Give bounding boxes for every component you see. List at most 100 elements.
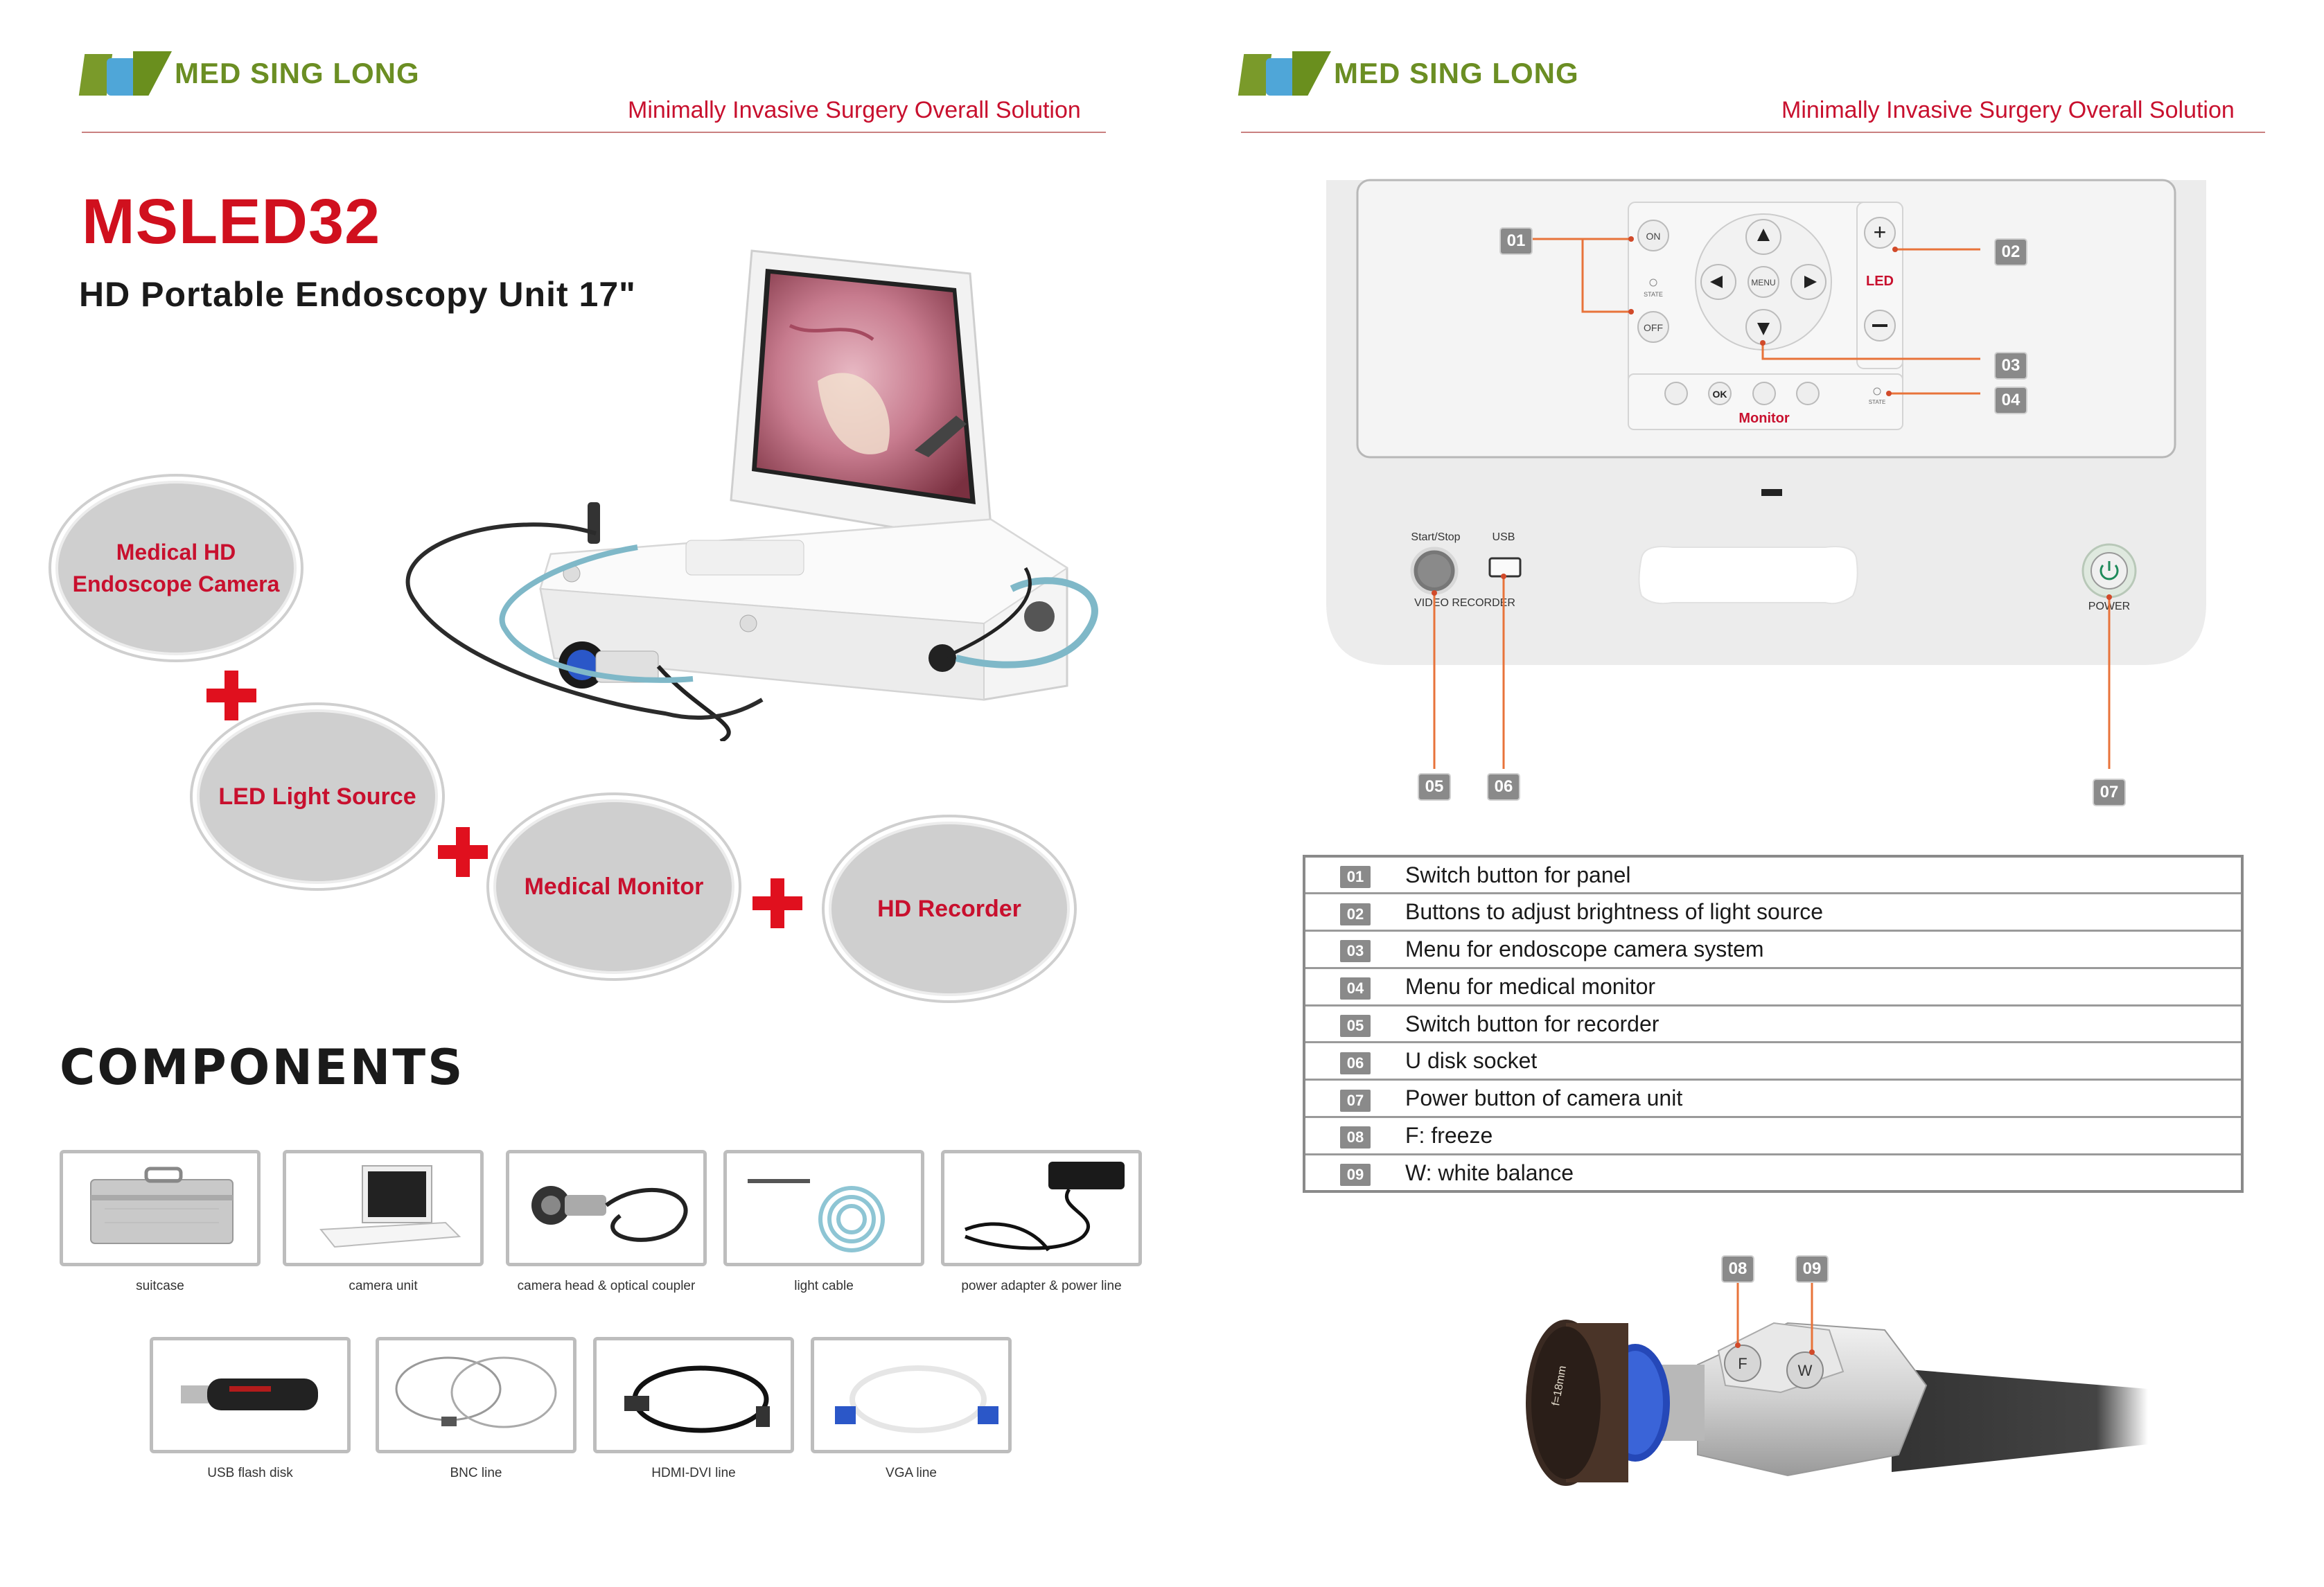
callout-03: 03 <box>1996 353 2026 378</box>
component-power-adapter: power adapter & power line <box>941 1150 1142 1294</box>
monitor-label: Monitor <box>1738 411 1790 426</box>
led-label: LED <box>1866 274 1894 289</box>
component-caption: VGA line <box>886 1466 937 1480</box>
callout-01: 01 <box>1501 229 1531 254</box>
usb-label: USB <box>1493 531 1515 543</box>
row-number: 04 <box>1340 977 1371 1000</box>
components-title: COMPONENTS <box>60 1039 465 1096</box>
row-number: 09 <box>1340 1164 1371 1187</box>
callout-07: 07 <box>2094 780 2124 805</box>
off-label: OFF <box>1644 322 1663 333</box>
row-number: 03 <box>1340 940 1371 963</box>
row-number: 02 <box>1340 903 1371 925</box>
left-page: MED SING LONG Minimally Invasive Surgery… <box>55 48 1142 1481</box>
logo-mark-icon <box>78 48 172 98</box>
feature-recorder-label: HD Recorder <box>877 895 1021 922</box>
feature-oval-led: LED Light Source <box>197 709 438 884</box>
control-panel-diagram: ON STATE OFF MENU + LED OK STATE Monitor… <box>1326 179 2206 769</box>
component-hdmi-dvi-line: HDMI-DVI line <box>593 1337 794 1481</box>
brand-logo: MED SING LONG <box>1238 48 1579 98</box>
usb-flash-disk-image <box>181 1378 318 1410</box>
hdmi-dvi-line-image <box>624 1365 770 1433</box>
camera-unit-image <box>319 1165 461 1248</box>
white-balance-button-label: W <box>1798 1362 1813 1379</box>
feature-led-label: LED Light Source <box>218 783 416 810</box>
component-caption: light cable <box>794 1279 854 1293</box>
feature-monitor-label: Medical Monitor <box>524 873 704 900</box>
brand-tagline: Minimally Invasive Surgery Overall Solut… <box>1781 97 2235 123</box>
suitcase-image <box>90 1167 234 1244</box>
camera-head-image <box>531 1186 688 1242</box>
model-number: MSLED32 <box>82 186 381 257</box>
callout-09: 09 <box>1797 1257 1827 1282</box>
row-number: 07 <box>1340 1089 1371 1112</box>
row-description: Menu for endoscope camera system <box>1371 930 2242 969</box>
state-label: STATE <box>1644 291 1663 298</box>
freeze-button-label: F <box>1738 1355 1747 1372</box>
plus-icon <box>438 827 488 877</box>
component-bnc-line: BNC line <box>376 1337 576 1481</box>
component-caption: BNC line <box>450 1466 502 1480</box>
header-divider <box>82 132 1106 133</box>
plus-icon <box>752 878 802 928</box>
component-camera-unit: camera unit <box>283 1150 484 1294</box>
vga-line-image <box>835 1365 998 1433</box>
state-label: STATE <box>1869 399 1886 405</box>
component-camera-head: camera head & optical coupler <box>506 1150 707 1294</box>
endoscopy-unit-image <box>405 249 1098 741</box>
feature-camera-line1: Medical HD <box>116 540 236 565</box>
menu-label: MENU <box>1751 278 1775 287</box>
component-light-cable: light cable <box>723 1150 924 1294</box>
callout-04: 04 <box>1996 388 2026 413</box>
light-cable-image <box>748 1179 885 1252</box>
row-description: F: freeze <box>1371 1117 2242 1155</box>
row-description: Buttons to adjust brightness of light so… <box>1371 893 2242 932</box>
row-number: 05 <box>1340 1015 1371 1038</box>
row-number: 01 <box>1340 866 1371 889</box>
callout-06: 06 <box>1488 774 1519 799</box>
callout-08: 08 <box>1723 1257 1753 1282</box>
component-caption: camera unit <box>349 1279 418 1293</box>
logo-mark-icon <box>1238 48 1331 98</box>
component-usb-disk: USB flash disk <box>150 1337 351 1481</box>
callout-02: 02 <box>1996 240 2026 265</box>
feature-oval-monitor: Medical Monitor <box>493 799 734 974</box>
callout-05: 05 <box>1419 774 1450 799</box>
bnc-line-image <box>395 1356 557 1428</box>
component-caption: power adapter & power line <box>961 1279 1122 1293</box>
feature-oval-recorder: HD Recorder <box>829 822 1070 996</box>
table-row: 09 W: white balance <box>1304 1154 2242 1191</box>
feature-oval-camera: Medical HD Endoscope Camera <box>55 481 297 655</box>
svg-text:+: + <box>1874 220 1887 245</box>
header-divider <box>1241 132 2265 133</box>
camera-head-diagram: F W f=18mm <box>1526 1280 2148 1486</box>
component-caption: USB flash disk <box>207 1466 293 1480</box>
row-description: U disk socket <box>1371 1042 2242 1081</box>
row-description: Menu for medical monitor <box>1371 968 2242 1007</box>
on-label: ON <box>1646 231 1661 242</box>
row-description: Switch button for recorder <box>1371 1005 2242 1044</box>
start-stop-label: Start/Stop <box>1411 531 1460 543</box>
product-subtitle: HD Portable Endoscopy Unit 17" <box>79 275 636 314</box>
row-description: Switch button for panel <box>1371 856 2242 895</box>
video-recorder-label: VIDEO RECORDER <box>1414 597 1515 609</box>
row-description: W: white balance <box>1405 1160 1574 1185</box>
brand-tagline: Minimally Invasive Surgery Overall Solut… <box>628 97 1081 123</box>
plus-icon <box>206 671 256 720</box>
component-caption: HDMI-DVI line <box>651 1466 736 1480</box>
component-caption: suitcase <box>136 1279 184 1293</box>
brand-logo: MED SING LONG <box>78 48 420 98</box>
power-adapter-image <box>965 1162 1125 1252</box>
row-number: 06 <box>1340 1052 1371 1074</box>
feature-camera-line2: Endoscope Camera <box>72 571 280 596</box>
brand-name: MED SING LONG <box>1334 57 1579 89</box>
